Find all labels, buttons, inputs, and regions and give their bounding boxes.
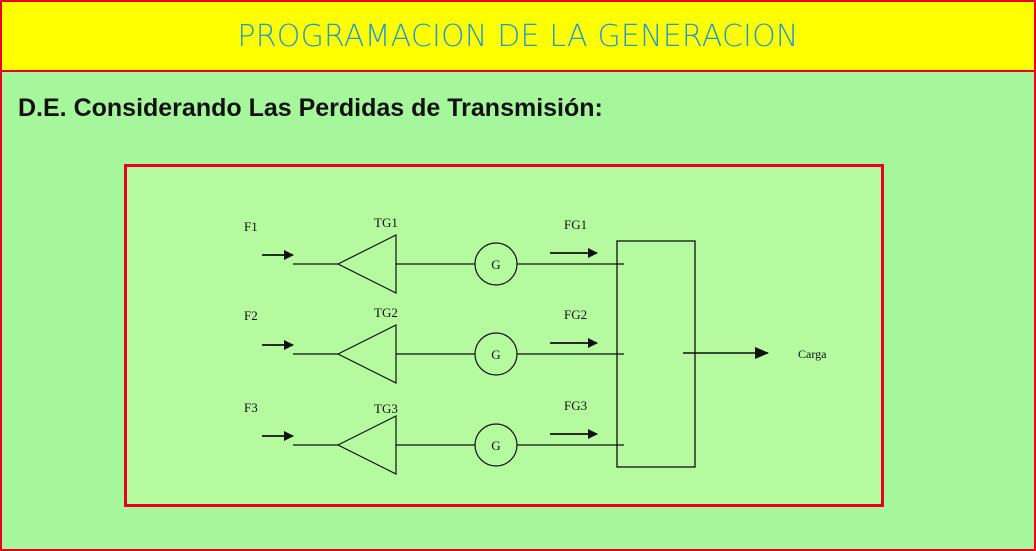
generation-diagram: F1 TG1 G FG1 F2 TG2 G FG2 <box>244 215 827 475</box>
load-label: Carga <box>798 347 827 361</box>
fuel-label-2: F2 <box>244 308 258 323</box>
diagram-frame: F1 TG1 G FG1 F2 TG2 G FG2 <box>124 164 884 507</box>
power-label-2: FG2 <box>564 307 587 322</box>
generation-unit-3: F3 TG3 G FG3 <box>244 398 624 475</box>
fuel-label-1: F1 <box>244 219 258 234</box>
transmission-network-block <box>616 240 696 468</box>
power-label-1: FG1 <box>564 217 587 232</box>
turbine-1 <box>336 234 397 294</box>
turbine-label-2: TG2 <box>374 305 398 320</box>
generation-unit-2: F2 TG2 G FG2 <box>244 305 624 384</box>
turbine-label-3: TG3 <box>374 401 398 416</box>
turbine-label-1: TG1 <box>374 215 398 230</box>
content-area <box>0 72 1036 551</box>
generation-unit-1: F1 TG1 G FG1 <box>244 215 624 294</box>
turbine-2 <box>336 324 397 384</box>
page-title: PROGRAMACION DE LA GENERACION <box>237 18 799 54</box>
generator-label-1: G <box>491 257 500 272</box>
turbine-3 <box>336 415 397 475</box>
section-subtitle: D.E. Considerando Las Perdidas de Transm… <box>18 94 603 122</box>
generator-label-3: G <box>491 438 500 453</box>
fuel-label-3: F3 <box>244 400 258 415</box>
generator-label-2: G <box>491 347 500 362</box>
title-bar: PROGRAMACION DE LA GENERACION <box>0 0 1036 72</box>
power-label-3: FG3 <box>564 398 587 413</box>
